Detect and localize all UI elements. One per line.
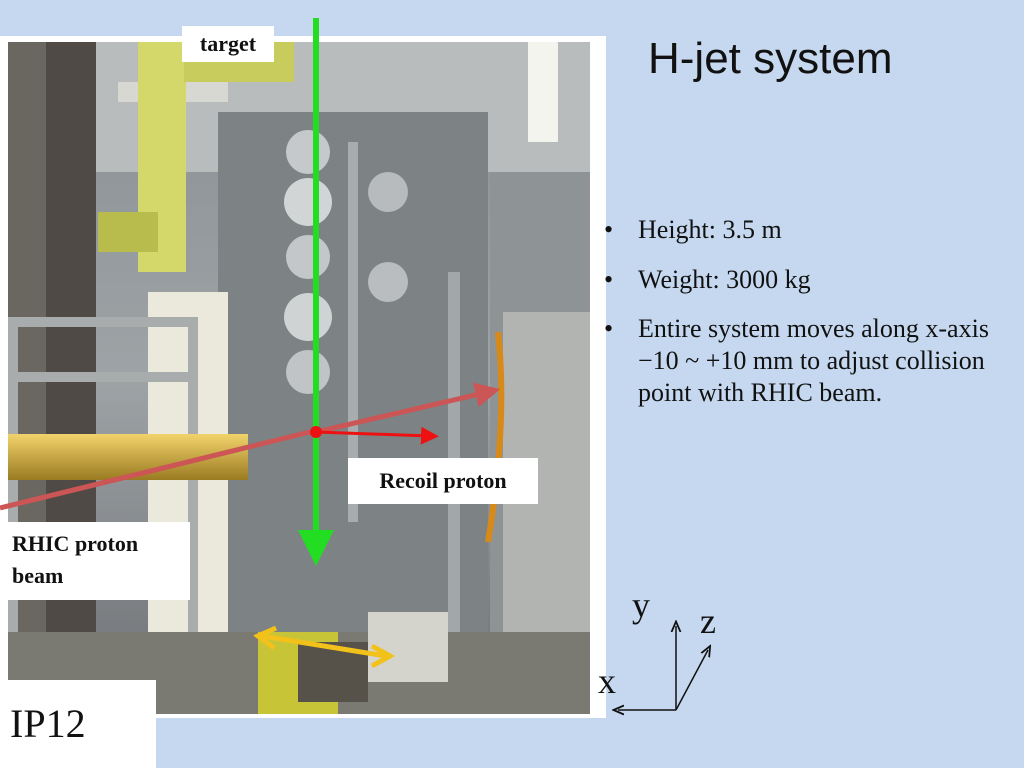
collision-point xyxy=(310,426,322,438)
motion-arrow-head-left xyxy=(253,625,278,650)
beam-line-out xyxy=(315,382,501,435)
bullet-list: Height: 3.5 m Weight: 3000 kg Entire sys… xyxy=(604,214,1014,427)
recoil-arrow xyxy=(315,426,439,445)
rhic-beam-label-line1: RHIC proton xyxy=(12,531,139,556)
axis-z xyxy=(675,650,708,711)
rhic-beam-label: RHIC proton beam xyxy=(0,522,190,600)
bullet-weight: Weight: 3000 kg xyxy=(604,264,1014,296)
ip12-label: IP12 xyxy=(0,680,156,768)
axis-label-z: z xyxy=(700,601,716,641)
slide-title: H-jet system xyxy=(648,34,893,83)
axis-label-x: x xyxy=(598,661,616,701)
axis-label-y: y xyxy=(632,585,650,625)
beam-line-in xyxy=(0,429,311,511)
target-label: target xyxy=(182,26,274,62)
bullet-movement: Entire system moves along x-axis −10 ~ +… xyxy=(604,313,1014,408)
bullet-height: Height: 3.5 m xyxy=(604,214,1014,246)
motion-arrow xyxy=(261,633,387,659)
recoil-proton-label: Recoil proton xyxy=(348,458,538,504)
motion-arrow-head-right xyxy=(370,643,396,669)
rhic-beam-label-line2: beam xyxy=(12,563,64,588)
